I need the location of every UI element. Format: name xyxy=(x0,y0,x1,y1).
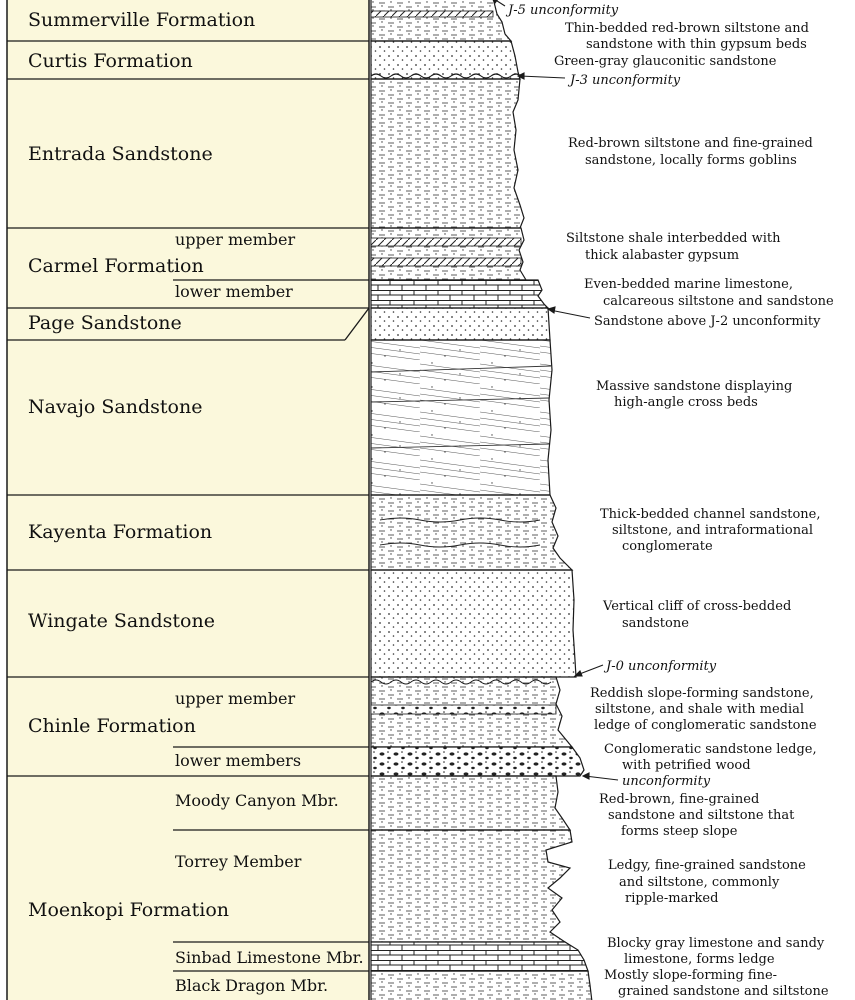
description-summerville-line-2: sandstone with thin gypsum beds xyxy=(586,37,807,52)
litho-torrey xyxy=(370,829,573,943)
formation-label-wingate: Wingate Sandstone xyxy=(28,610,215,632)
litho-moody-canyon xyxy=(370,775,572,831)
description-navajo-line-2: high-angle cross beds xyxy=(614,395,758,410)
litho-chinle-lower xyxy=(370,746,585,777)
description-carmel-lower-line-1: Even-bedded marine limestone, xyxy=(584,277,793,292)
member-label-chinle-lower: lower members xyxy=(175,751,301,770)
description-kayenta-line-2: siltstone, and intraformational xyxy=(612,523,813,538)
pointer-arrows xyxy=(492,0,619,781)
description-carmel-upper-line-2: thick alabaster gypsum xyxy=(585,248,739,263)
description-torrey-line-3: ripple-marked xyxy=(625,891,718,906)
description-carmel-lower-line-2: calcareous siltstone and sandstone xyxy=(603,294,834,309)
member-label-black-dragon: Black Dragon Mbr. xyxy=(175,976,328,995)
description-page-line-1: Sandstone above J-2 unconformity xyxy=(594,314,821,329)
description-wingate-line-1: Vertical cliff of cross-bedded xyxy=(602,599,791,614)
label-column: Summerville Formation Curtis Formation E… xyxy=(6,0,370,1000)
description-entrada-line-1: Red-brown siltstone and fine-grained xyxy=(568,136,813,151)
description-moody-line-1: Red-brown, fine-grained xyxy=(599,792,759,807)
litho-carmel-lower xyxy=(370,279,550,309)
unconformity-base-chinle-label: unconformity xyxy=(622,774,711,789)
label-column-background xyxy=(6,0,370,1000)
description-curtis-line-1: Green-gray glauconitic sandstone xyxy=(554,54,777,69)
description-sinbad-line-2: limestone, forms ledge xyxy=(624,952,775,967)
description-chinle-upper-line-1: Reddish slope-forming sandstone, xyxy=(590,686,814,701)
description-moody-line-2: sandstone and siltstone that xyxy=(608,808,795,823)
litho-summerville xyxy=(370,0,513,42)
formation-label-carmel: Carmel Formation xyxy=(28,255,204,277)
description-sinbad-line-1: Blocky gray limestone and sandy xyxy=(607,936,825,951)
litho-black-dragon xyxy=(370,970,593,1000)
litho-carmel-upper xyxy=(370,227,528,281)
litho-entrada xyxy=(370,78,525,229)
description-wingate-line-2: sandstone xyxy=(622,616,689,631)
unconformity-j0-label: J-0 unconformity xyxy=(603,659,717,674)
description-kayenta-line-3: conglomerate xyxy=(622,539,713,554)
formation-label-entrada: Entrada Sandstone xyxy=(28,143,213,165)
formation-label-navajo: Navajo Sandstone xyxy=(28,396,202,418)
description-chinle-upper-line-3: ledge of conglomeratic sandstone xyxy=(594,718,817,733)
formation-label-chinle: Chinle Formation xyxy=(28,715,196,737)
description-black-dragon-line-1: Mostly slope-forming fine- xyxy=(604,968,777,983)
description-moody-line-3: forms steep slope xyxy=(621,824,738,839)
unconformity-j3-label: J-3 unconformity xyxy=(567,73,681,88)
member-label-carmel-upper: upper member xyxy=(175,230,296,249)
member-label-chinle-upper: upper member xyxy=(175,689,296,708)
description-black-dragon-line-2: grained sandstone and siltstone xyxy=(618,984,829,999)
description-torrey-line-1: Ledgy, fine-grained sandstone xyxy=(608,858,806,873)
unconformity-labels: J-5 unconformity J-3 unconformity J-0 un… xyxy=(505,3,717,789)
formation-label-page: Page Sandstone xyxy=(28,312,182,334)
unconformity-j5-label: J-5 unconformity xyxy=(505,3,619,18)
formation-label-summerville: Summerville Formation xyxy=(28,9,255,31)
member-label-carmel-lower: lower member xyxy=(175,282,293,301)
description-navajo-line-1: Massive sandstone displaying xyxy=(596,379,792,394)
description-column: Thin-bedded red-brown siltstone and sand… xyxy=(554,21,834,999)
formation-label-moenkopi: Moenkopi Formation xyxy=(28,899,229,921)
member-label-sinbad: Sinbad Limestone Mbr. xyxy=(175,948,364,967)
description-chinle-upper-line-2: siltstone, and shale with medial xyxy=(595,702,804,717)
lithologic-column xyxy=(370,0,593,1000)
litho-navajo xyxy=(370,339,553,496)
litho-wingate xyxy=(370,569,577,678)
litho-kayenta xyxy=(370,494,574,571)
description-summerville-line-1: Thin-bedded red-brown siltstone and xyxy=(565,21,809,36)
litho-page xyxy=(370,307,551,341)
description-entrada-line-2: sandstone, locally forms goblins xyxy=(585,153,797,168)
member-label-moody-canyon: Moody Canyon Mbr. xyxy=(175,791,339,810)
description-torrey-line-2: and siltstone, commonly xyxy=(619,875,780,890)
formation-label-curtis: Curtis Formation xyxy=(28,50,193,72)
litho-sinbad xyxy=(370,941,589,972)
member-label-torrey: Torrey Member xyxy=(175,852,302,871)
description-kayenta-line-1: Thick-bedded channel sandstone, xyxy=(600,507,821,522)
description-chinle-lower-line-1: Conglomeratic sandstone ledge, xyxy=(604,742,817,757)
formation-label-kayenta: Kayenta Formation xyxy=(28,521,212,543)
litho-curtis xyxy=(370,40,521,80)
description-chinle-lower-line-2: with petrified wood xyxy=(622,758,751,773)
description-carmel-upper-line-1: Siltstone shale interbedded with xyxy=(566,231,781,246)
